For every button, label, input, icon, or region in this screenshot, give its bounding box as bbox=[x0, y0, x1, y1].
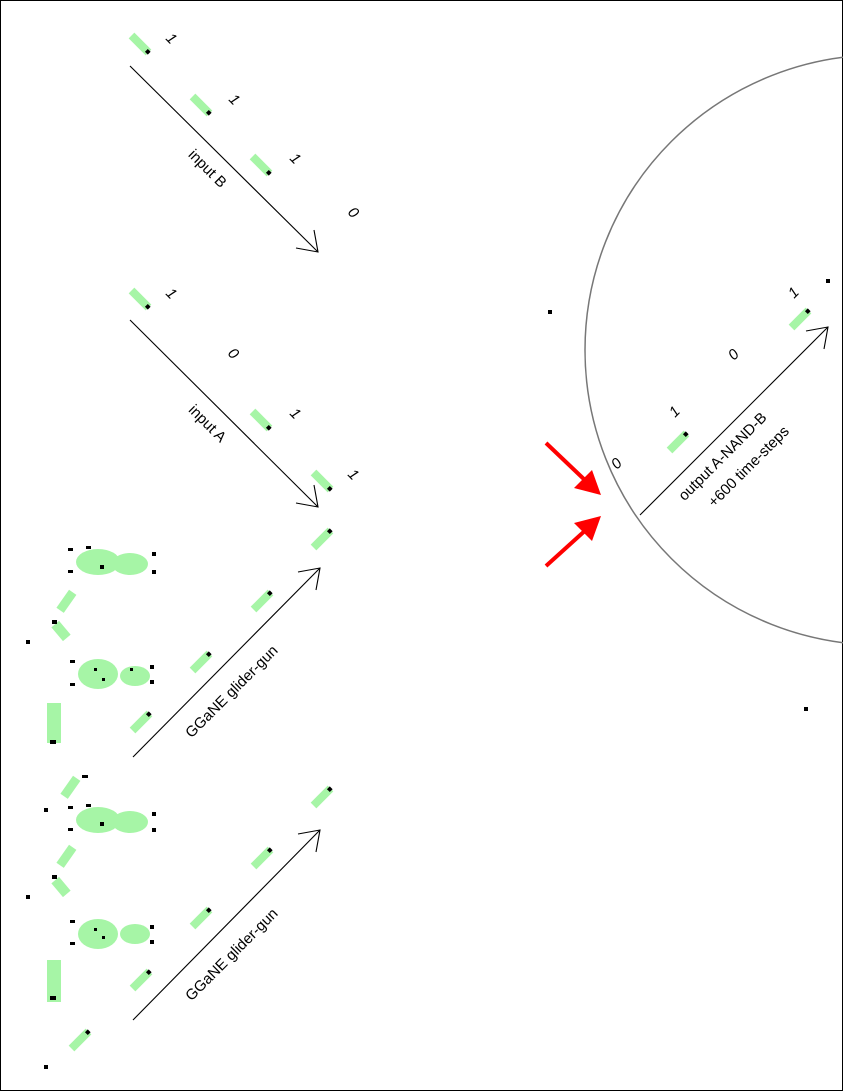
glider bbox=[666, 430, 690, 454]
red-pointer-arrow-upper bbox=[544, 441, 601, 495]
bit-input-b-2: 1 bbox=[225, 91, 243, 109]
glider bbox=[249, 408, 273, 432]
gun-upper-arrow bbox=[132, 567, 321, 758]
glider-gun-upper bbox=[47, 549, 150, 743]
glider bbox=[129, 968, 153, 992]
glider bbox=[189, 93, 213, 117]
gun-lower-arrow bbox=[132, 829, 321, 1021]
glider bbox=[189, 906, 213, 930]
input-a-label: input A bbox=[185, 402, 229, 446]
glider bbox=[68, 1028, 92, 1052]
glider bbox=[310, 785, 334, 809]
bit-input-a-2: 0 bbox=[224, 345, 242, 363]
bit-output-3: 0 bbox=[725, 345, 743, 363]
glider-gun-upper-cells bbox=[26, 546, 156, 744]
glider bbox=[129, 710, 153, 734]
input-a-arrow bbox=[129, 319, 319, 508]
bit-input-b-1: 1 bbox=[162, 30, 180, 48]
glider-gun-lower bbox=[47, 775, 150, 1002]
output-zone-circle bbox=[584, 56, 843, 644]
input-b-arrow bbox=[129, 65, 319, 253]
glider bbox=[128, 287, 152, 311]
glider bbox=[250, 846, 274, 870]
glider-stream bbox=[68, 32, 812, 1052]
glider bbox=[128, 32, 152, 56]
glider bbox=[250, 589, 274, 613]
red-pointer-arrow-lower bbox=[544, 516, 601, 568]
bit-input-a-4: 1 bbox=[344, 466, 362, 484]
output-arrow bbox=[639, 326, 829, 516]
glider bbox=[788, 307, 812, 331]
bit-input-a-1: 1 bbox=[162, 285, 180, 303]
input-b-label: input B bbox=[185, 146, 230, 191]
bit-output-4: 1 bbox=[785, 284, 803, 302]
glider-gun-lower-cells bbox=[26, 775, 156, 1069]
bit-input-b-3: 1 bbox=[286, 150, 304, 168]
glider bbox=[310, 527, 334, 551]
bit-input-a-3: 1 bbox=[286, 405, 304, 423]
glider bbox=[249, 153, 273, 177]
bit-output-2: 1 bbox=[666, 403, 684, 421]
debris-cells bbox=[548, 279, 830, 711]
glider bbox=[310, 469, 334, 493]
bit-input-b-4: 0 bbox=[344, 204, 362, 222]
glider bbox=[189, 650, 213, 674]
